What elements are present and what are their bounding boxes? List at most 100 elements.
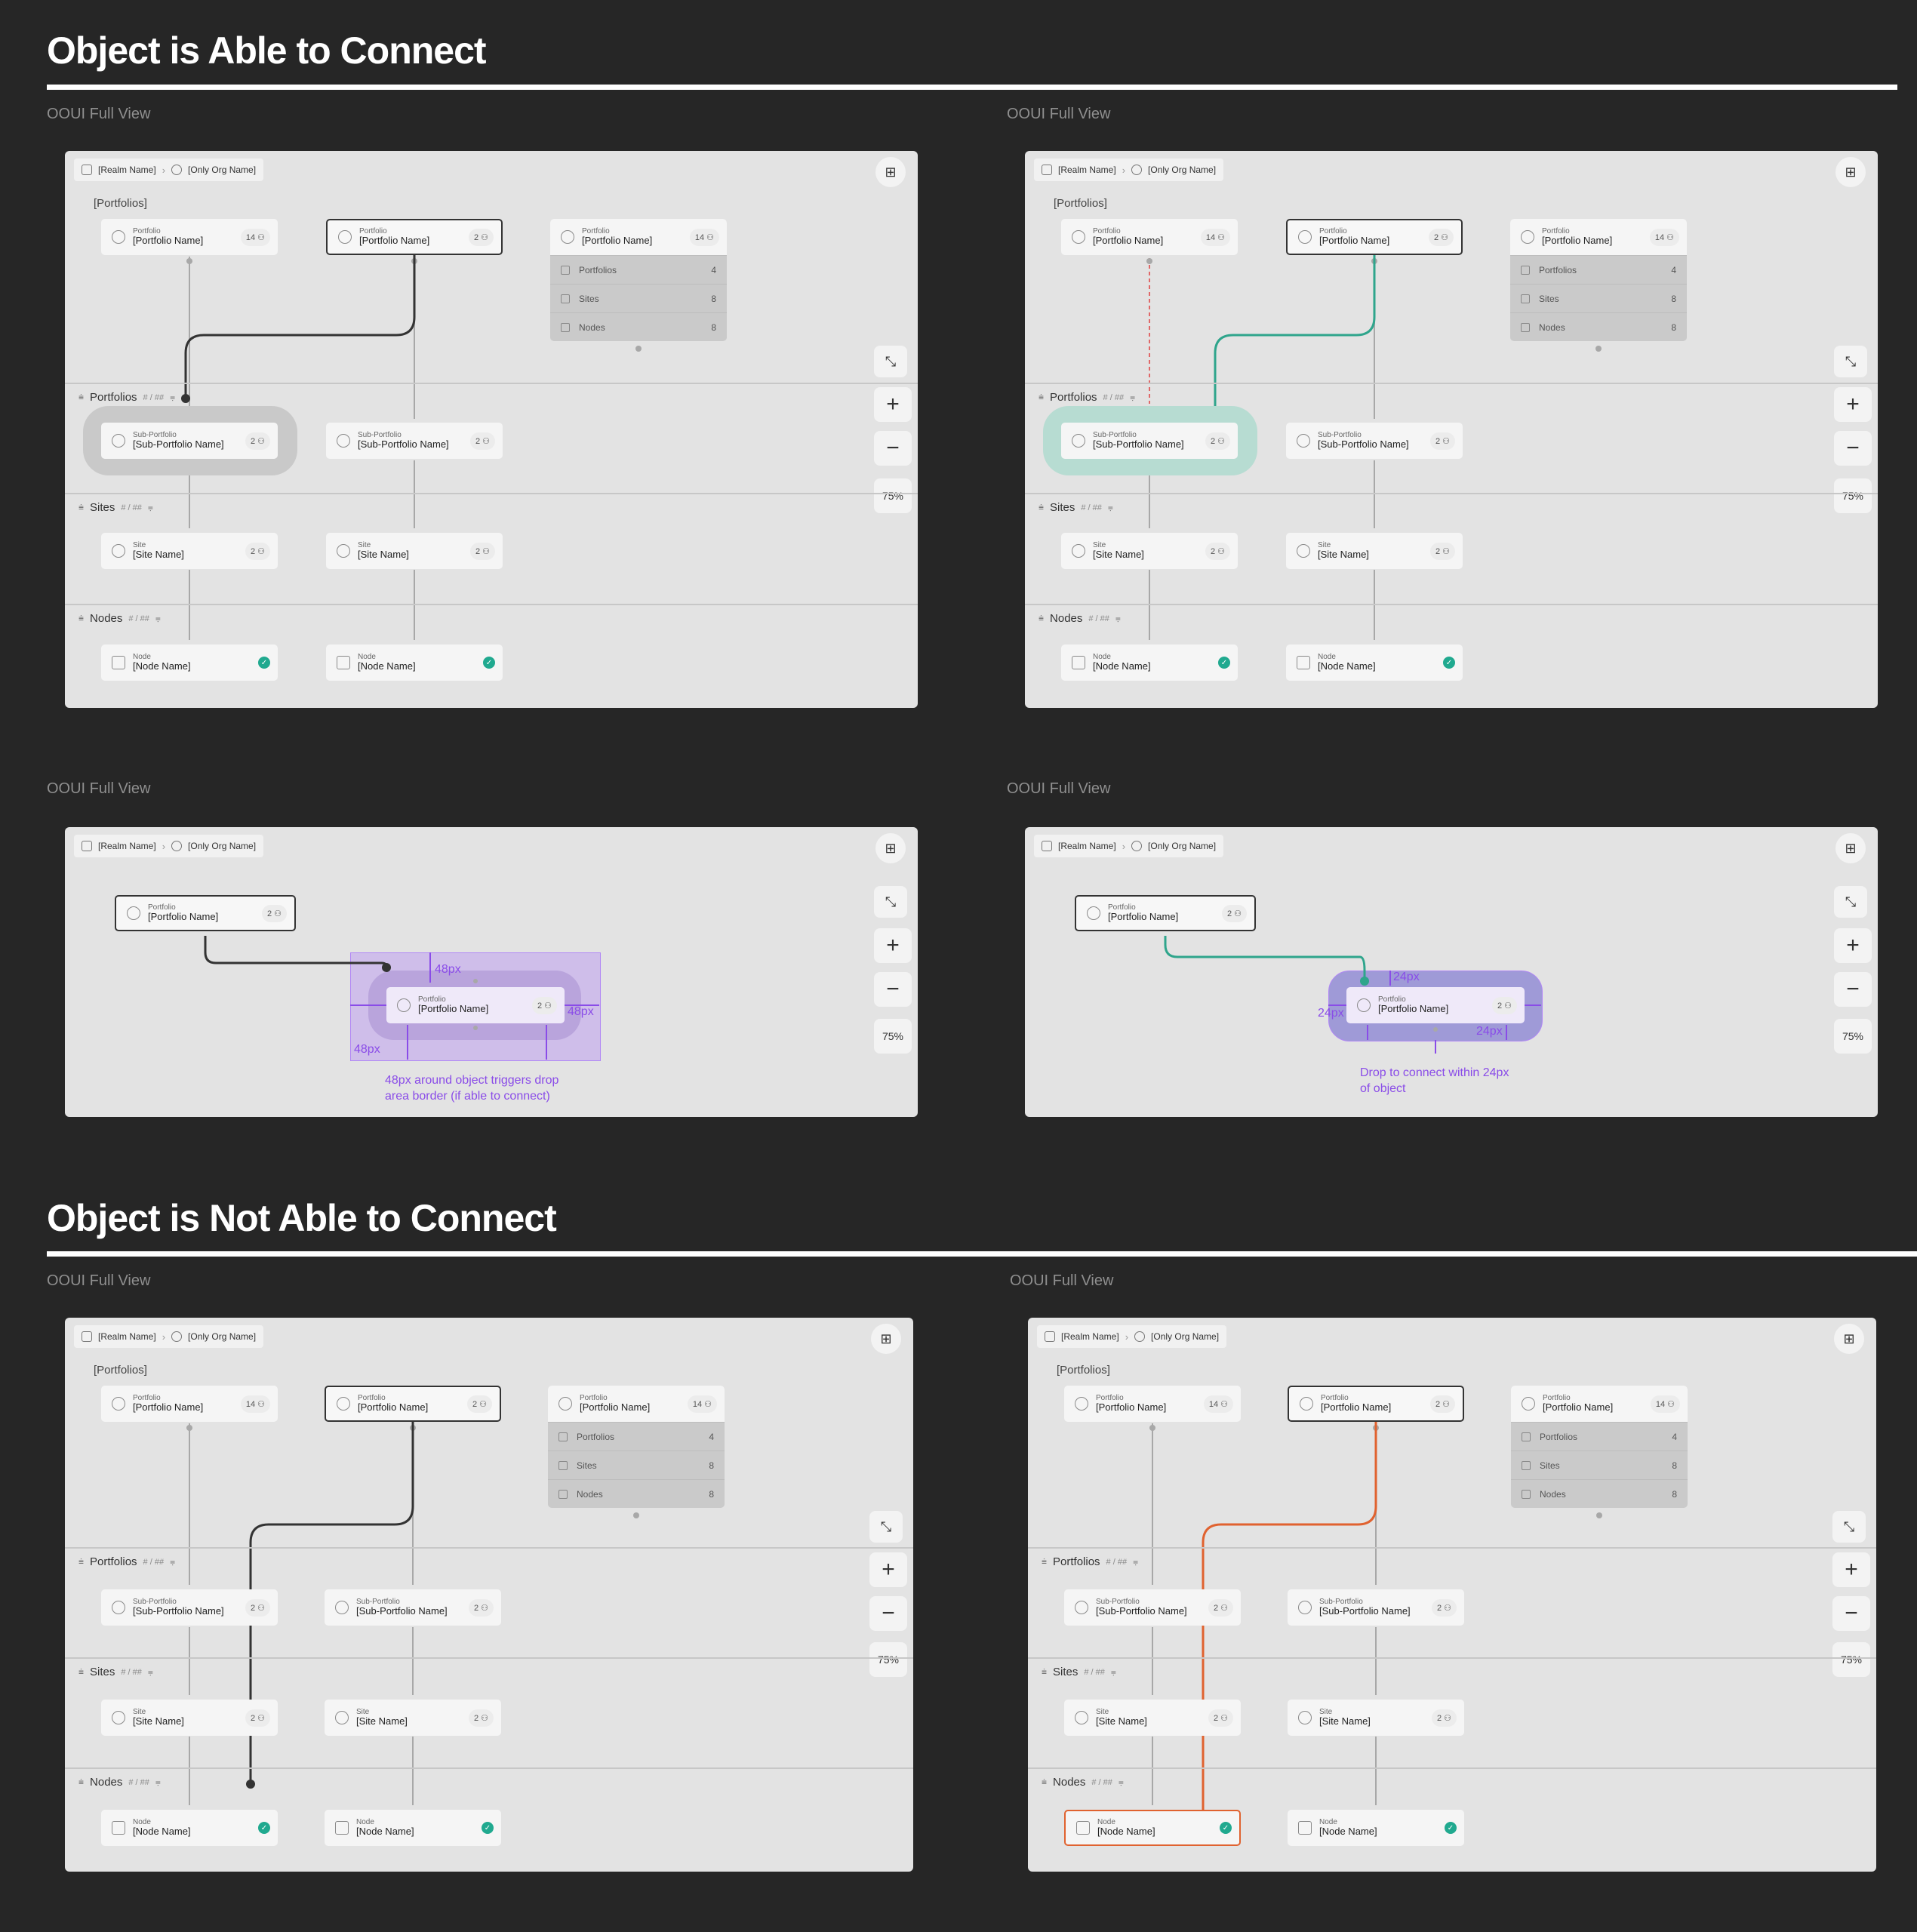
site-card[interactable]: Site[Site Name] 2 ⚇	[326, 533, 503, 569]
breadcrumb-realm[interactable]: [Realm Name]	[98, 165, 156, 175]
filter-icon[interactable]: ⊞	[1834, 1324, 1864, 1354]
subportfolio-card[interactable]: Sub-Portfolio[Sub-Portfolio Name] 2 ⚇	[325, 1589, 501, 1626]
filter-icon[interactable]: ⊞	[875, 157, 906, 187]
portfolio-card-dragging[interactable]: Portfolio[Portfolio Name] 2 ⚇	[115, 895, 296, 931]
expanded-portfolio-card[interactable]: Portfolio[Portfolio Name] 14 ⚇ Portfolio…	[548, 1386, 725, 1508]
portfolio-card-target[interactable]: Portfolio[Portfolio Name] 2 ⚇	[386, 987, 565, 1023]
node-card[interactable]: Node[Node Name] ✓	[101, 1810, 278, 1846]
breadcrumb-org[interactable]: [Only Org Name]	[1148, 165, 1217, 175]
node-card[interactable]: Node[Node Name] ✓	[1061, 645, 1238, 681]
portfolio-card[interactable]: Portfolio[Portfolio Name] 14 ⚇	[101, 1386, 278, 1422]
canvas-frame[interactable]: [Realm Name] › [Only Org Name] ⊞ Portfol…	[65, 827, 918, 1117]
site-card[interactable]: Site[Site Name] 2 ⚇	[1061, 533, 1238, 569]
node-card[interactable]: Node[Node Name] ✓	[1286, 645, 1463, 681]
expanded-portfolio-card[interactable]: Portfolio[Portfolio Name] 14 ⚇ Portfolio…	[550, 219, 727, 341]
lane-label-portfolios[interactable]: ⩧Portfolios# / ##⩦	[1042, 1555, 1138, 1568]
site-card[interactable]: Site[Site Name] 2 ⚇	[101, 533, 278, 569]
zoom-out-button[interactable]: −	[1834, 972, 1872, 1007]
site-card[interactable]: Site[Site Name] 2 ⚇	[325, 1700, 501, 1736]
lane-label-portfolios[interactable]: ⩧Portfolios# / ##⩦	[1039, 391, 1135, 404]
breadcrumb-realm[interactable]: [Realm Name]	[1058, 841, 1116, 851]
subportfolio-card[interactable]: Sub-Portfolio[Sub-Portfolio Name] 2 ⚇	[326, 423, 503, 459]
zoom-in-button[interactable]: +	[874, 387, 912, 422]
lane-label-sites[interactable]: ⩧Sites# / ##⩦	[78, 501, 153, 514]
node-card[interactable]: Node[Node Name] ✓	[101, 645, 278, 681]
canvas-frame[interactable]: [Realm Name] › [Only Org Name] ⊞ Portfol…	[1025, 827, 1878, 1117]
zoom-out-button[interactable]: −	[874, 972, 912, 1007]
portfolio-card[interactable]: Portfolio[Portfolio Name] 14 ⚇	[101, 219, 278, 255]
portfolio-card-dragging[interactable]: Portfolio[Portfolio Name] 2 ⚇	[1288, 1386, 1464, 1422]
node-card-invalid-target[interactable]: Node[Node Name] ✓	[1064, 1810, 1241, 1846]
breadcrumb-org[interactable]: [Only Org Name]	[1148, 841, 1217, 851]
breadcrumb-org[interactable]: [Only Org Name]	[1151, 1331, 1220, 1342]
zoom-in-button[interactable]: +	[869, 1552, 907, 1587]
portfolio-card[interactable]: Portfolio[Portfolio Name] 14 ⚇	[1061, 219, 1238, 255]
zoom-out-button[interactable]: −	[1834, 431, 1872, 466]
canvas-frame[interactable]: [Realm Name] › [Only Org Name] ⊞ [Portfo…	[65, 1318, 913, 1872]
breadcrumb-org[interactable]: [Only Org Name]	[188, 841, 257, 851]
expanded-portfolio-card[interactable]: Portfolio[Portfolio Name] 14 ⚇ Portfolio…	[1510, 219, 1687, 341]
breadcrumb-org[interactable]: [Only Org Name]	[188, 165, 257, 175]
breadcrumb-org[interactable]: [Only Org Name]	[188, 1331, 257, 1342]
collapse-icon[interactable]: ⤡	[1832, 1511, 1866, 1543]
filter-icon[interactable]: ⊞	[1835, 157, 1866, 187]
node-card[interactable]: Node[Node Name] ✓	[325, 1810, 501, 1846]
portfolio-card-dragging[interactable]: Portfolio[Portfolio Name] 2 ⚇	[1075, 895, 1256, 931]
portfolio-card-dragging[interactable]: Portfolio[Portfolio Name] 2 ⚇	[325, 1386, 501, 1422]
portfolio-card-dragging[interactable]: Portfolio[Portfolio Name] 2 ⚇	[1286, 219, 1463, 255]
node-card[interactable]: Node[Node Name] ✓	[326, 645, 503, 681]
subportfolio-card[interactable]: Sub-Portfolio[Sub-Portfolio Name] 2 ⚇	[101, 1589, 278, 1626]
portfolio-card[interactable]: Portfolio[Portfolio Name] 14 ⚇	[1064, 1386, 1241, 1422]
lane-label-sites[interactable]: ⩧Sites# / ##⩦	[78, 1666, 153, 1678]
collapse-icon[interactable]: ⤡	[1834, 886, 1867, 918]
zoom-out-button[interactable]: −	[1832, 1596, 1870, 1631]
subportfolio-card[interactable]: Sub-Portfolio[Sub-Portfolio Name] 2 ⚇	[1061, 423, 1238, 459]
collapse-icon[interactable]: ⤡	[1834, 346, 1867, 377]
lane-label-sites[interactable]: ⩧Sites# / ##⩦	[1039, 501, 1113, 514]
lane-label-portfolios[interactable]: ⩧Portfolios# / ##⩦	[78, 391, 175, 404]
canvas-frame[interactable]: [Realm Name] › [Only Org Name] ⊞ [Portfo…	[1028, 1318, 1876, 1872]
portfolio-card-target[interactable]: Portfolio[Portfolio Name] 2 ⚇	[1346, 987, 1525, 1023]
filter-icon[interactable]: ⊞	[875, 833, 906, 863]
subportfolio-card[interactable]: Sub-Portfolio[Sub-Portfolio Name] 2 ⚇	[1064, 1589, 1241, 1626]
canvas-frame[interactable]: [Realm Name] › [Only Org Name] ⊞ [Portfo…	[65, 151, 918, 708]
filter-icon[interactable]: ⊞	[871, 1324, 901, 1354]
breadcrumb-realm[interactable]: [Realm Name]	[98, 841, 156, 851]
node-card[interactable]: Node[Node Name] ✓	[1288, 1810, 1464, 1846]
lane-label-nodes[interactable]: ⩧Nodes# / ##⩦	[1039, 612, 1121, 625]
site-card[interactable]: Site[Site Name] 2 ⚇	[101, 1700, 278, 1736]
zoom-in-button[interactable]: +	[1832, 1552, 1870, 1587]
zoom-in-button[interactable]: +	[1834, 387, 1872, 422]
site-card[interactable]: Site[Site Name] 2 ⚇	[1064, 1700, 1241, 1736]
subportfolio-card[interactable]: Sub-Portfolio[Sub-Portfolio Name] 2 ⚇	[1288, 1589, 1464, 1626]
collapse-icon[interactable]: ⤡	[869, 1511, 903, 1543]
site-card[interactable]: Site[Site Name] 2 ⚇	[1288, 1700, 1464, 1736]
lane-label-sites[interactable]: ⩧Sites# / ##⩦	[1042, 1666, 1116, 1678]
canvas-frame[interactable]: [Realm Name] › [Only Org Name] ⊞ [Portfo…	[1025, 151, 1878, 708]
breadcrumb-realm[interactable]: [Realm Name]	[1058, 165, 1116, 175]
breadcrumb-realm[interactable]: [Realm Name]	[98, 1331, 156, 1342]
site-card[interactable]: Site[Site Name] 2 ⚇	[1286, 533, 1463, 569]
zoom-out-button[interactable]: −	[869, 1596, 907, 1631]
lane-label-nodes[interactable]: ⩧Nodes# / ##⩦	[78, 612, 161, 625]
subportfolio-card[interactable]: Sub-Portfolio[Sub-Portfolio Name] 2 ⚇	[1286, 423, 1463, 459]
zoom-in-button[interactable]: +	[874, 928, 912, 963]
portfolio-card-dragging[interactable]: Portfolio[Portfolio Name] 2 ⚇	[326, 219, 503, 255]
collapse-icon[interactable]: ⤡	[874, 886, 907, 918]
subportfolio-card[interactable]: Sub-Portfolio[Sub-Portfolio Name] 2 ⚇	[101, 423, 278, 459]
expanded-portfolio-card[interactable]: Portfolio[Portfolio Name] 14 ⚇ Portfolio…	[1511, 1386, 1688, 1508]
lane-label-nodes[interactable]: ⩧Nodes# / ##⩦	[1042, 1776, 1124, 1789]
breadcrumb-realm[interactable]: [Realm Name]	[1061, 1331, 1119, 1342]
